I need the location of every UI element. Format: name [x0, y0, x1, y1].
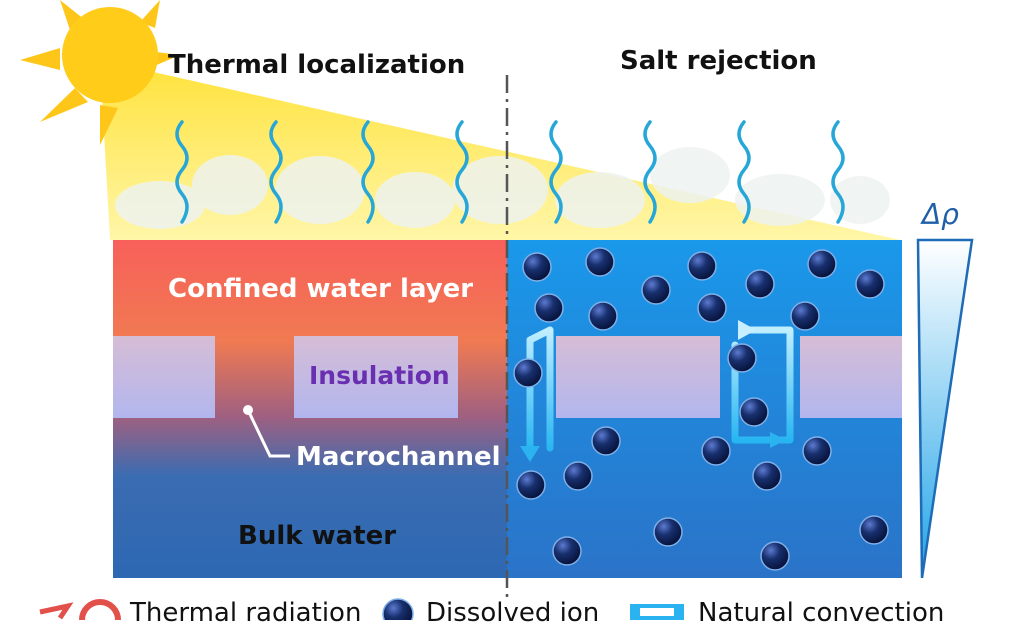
- vapor-lines: [175, 120, 845, 224]
- label-insulation: Insulation: [309, 361, 450, 390]
- macrochannel-pointer: [243, 405, 290, 458]
- title-salt-rejection: Salt rejection: [620, 46, 817, 76]
- convection-arrows: [520, 320, 794, 462]
- label-bulk-water: Bulk water: [238, 521, 397, 551]
- insulation-blocks: [113, 336, 902, 418]
- label-delta-rho: Δρ: [922, 198, 959, 231]
- legend-radiation-icon: [39, 599, 121, 620]
- title-thermal-localization: Thermal localization: [168, 50, 466, 80]
- label-confined-water-layer: Confined water layer: [168, 274, 474, 304]
- legend-dissolved-ion: Dissolved ion: [426, 598, 600, 628]
- dissolved-ions: [513, 247, 889, 571]
- label-macrochannel: Macrochannel: [296, 442, 501, 472]
- legend-thermal-radiation: Thermal radiation: [130, 598, 362, 628]
- legend-ion-icon: [382, 598, 414, 620]
- sun-icon: [20, 0, 180, 145]
- legend-natural-convection: Natural convection: [698, 598, 945, 628]
- density-gradient-wedge: [916, 238, 974, 579]
- legend-convection-icon: [630, 604, 684, 620]
- vapor-clouds: [115, 147, 890, 229]
